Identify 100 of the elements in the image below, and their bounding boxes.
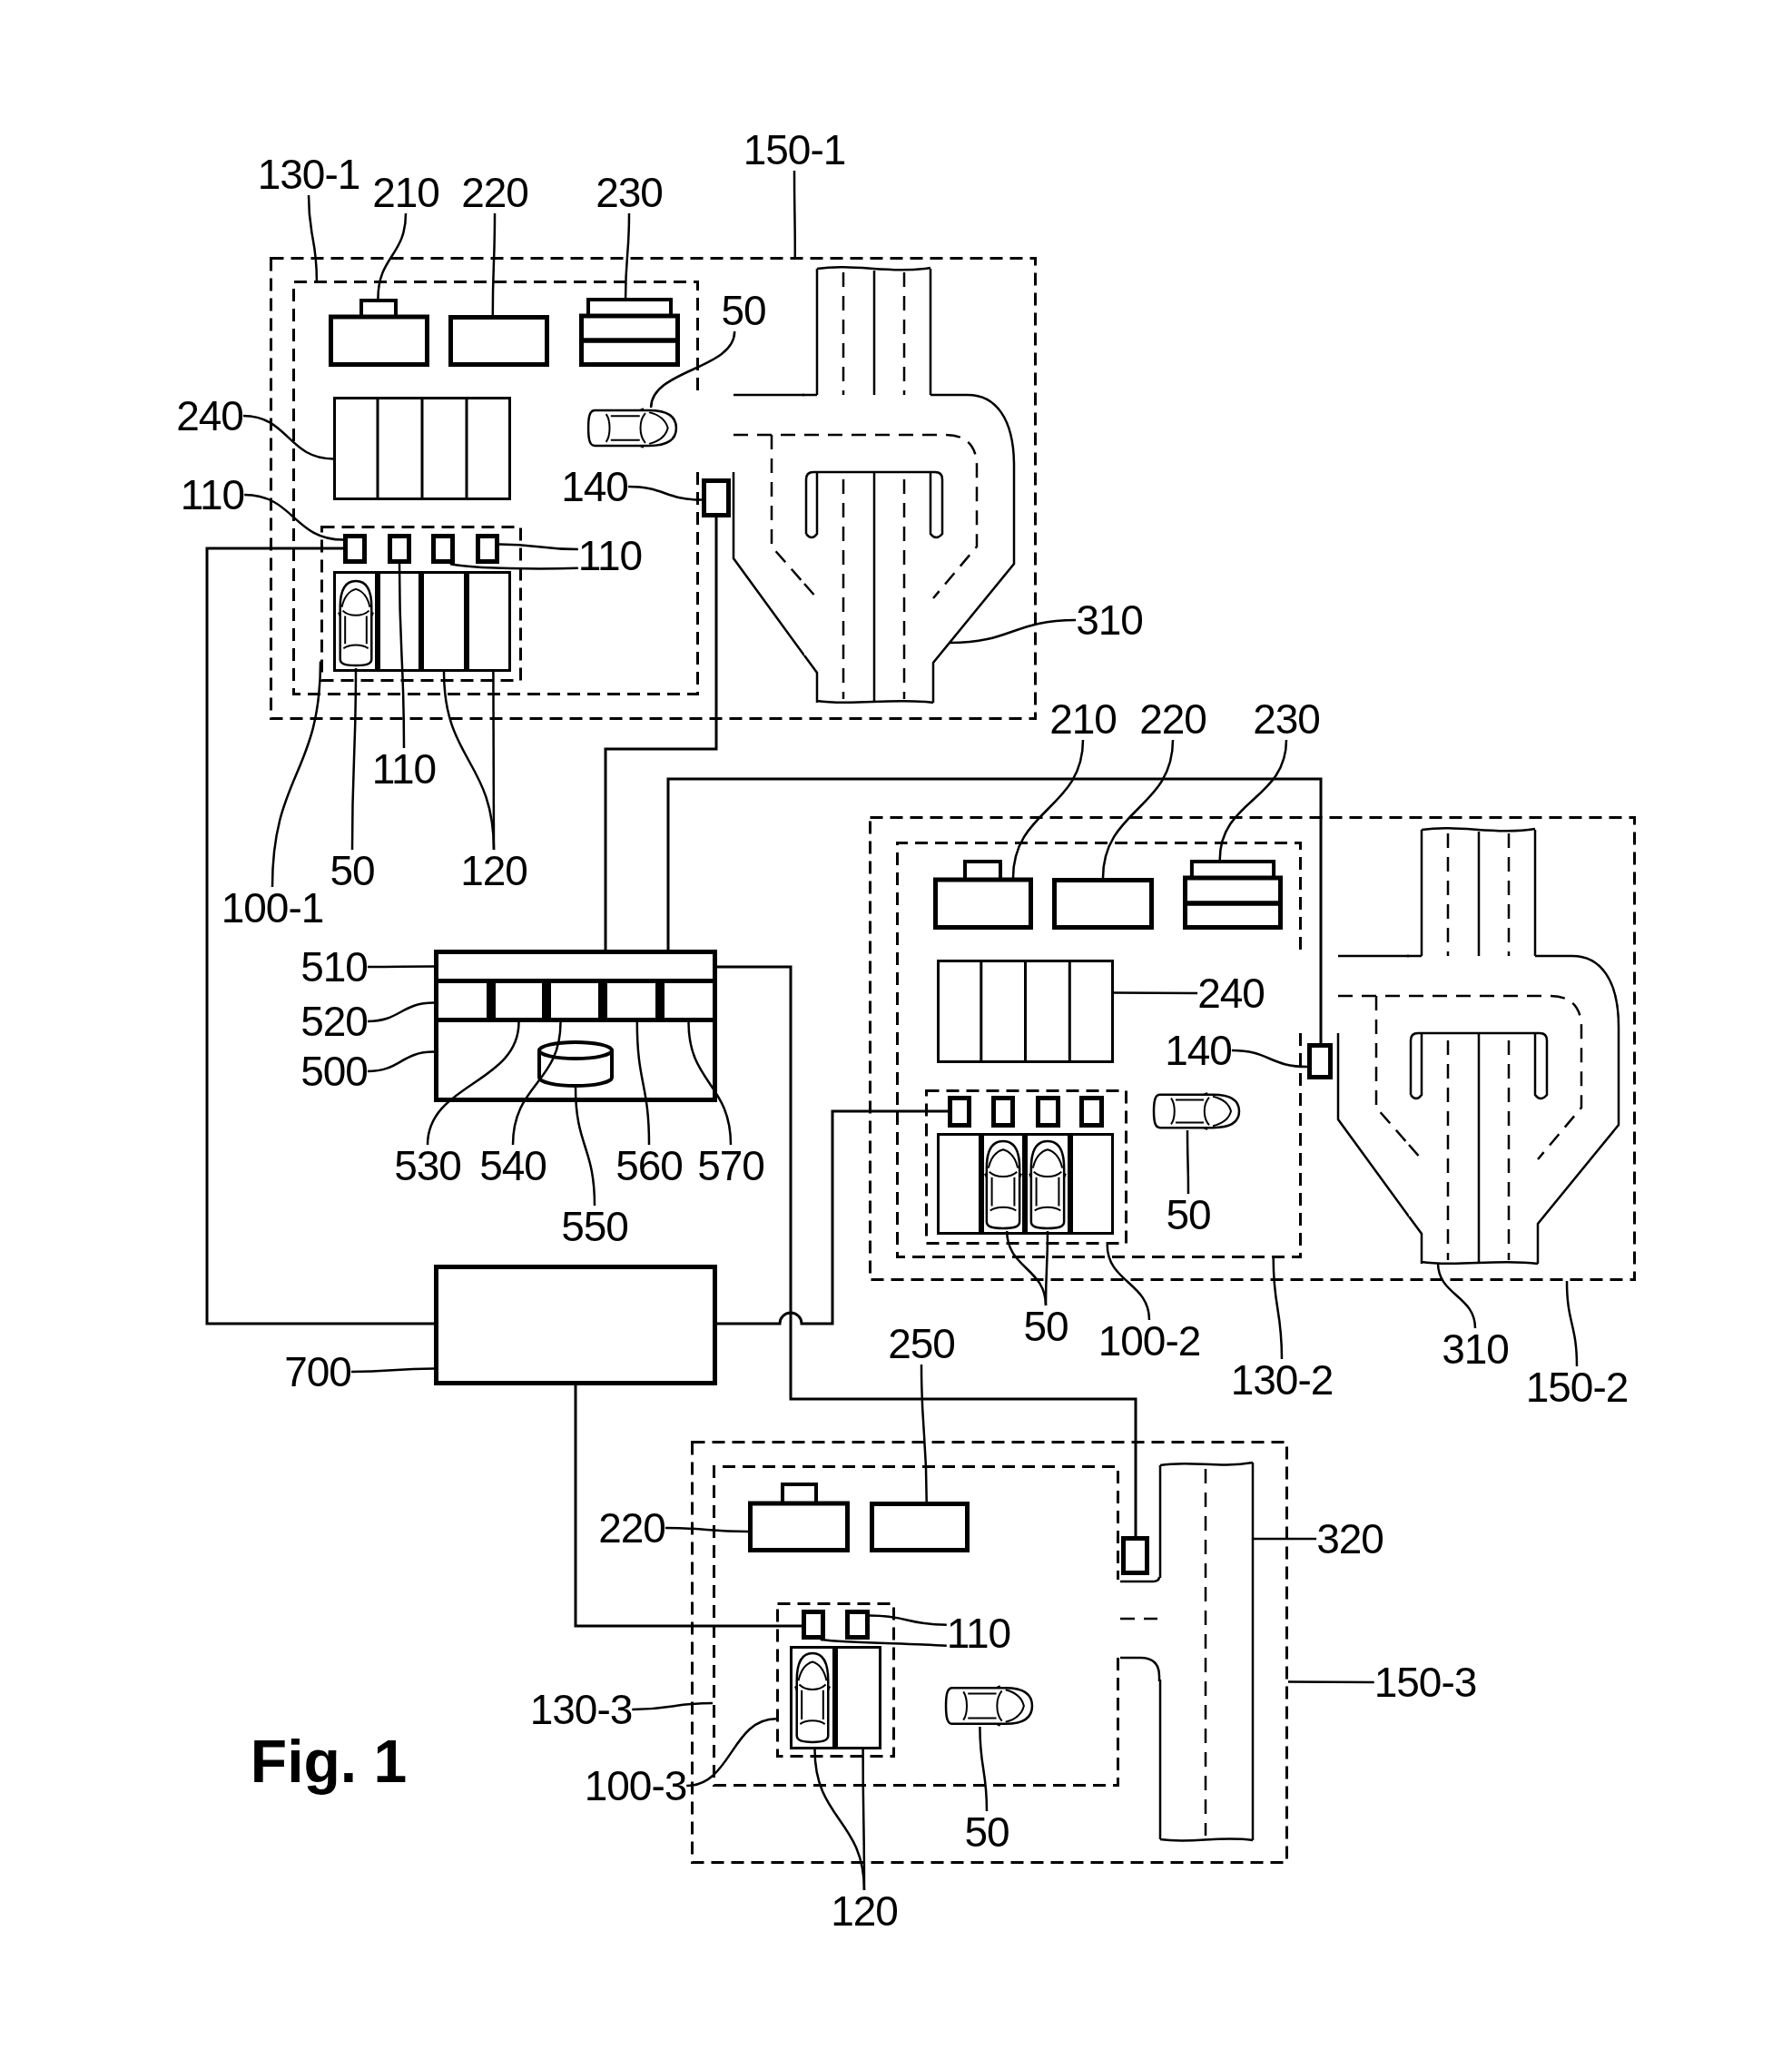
parking-space (937, 1133, 981, 1235)
callout-number: 50 (1166, 1194, 1211, 1236)
leader-line (426, 1021, 520, 1146)
car-icon (586, 408, 679, 448)
leader-line (242, 414, 334, 460)
callout-number: 100-3 (584, 1765, 687, 1807)
leader-line (398, 564, 406, 748)
device-box (329, 299, 429, 367)
leader-line (820, 1638, 947, 1648)
callout-number: 210 (372, 172, 439, 213)
leader-line (1011, 739, 1085, 879)
leader-line (491, 213, 497, 315)
device-box (1052, 878, 1154, 930)
callout-number: 510 (300, 946, 368, 988)
callout-number: 150-1 (743, 129, 846, 171)
callout-number: 50 (330, 850, 375, 892)
callout-number: 230 (596, 172, 663, 213)
sensor-box (1079, 1096, 1104, 1128)
callout-number: 100-2 (1098, 1320, 1201, 1362)
callout-number: 540 (479, 1145, 546, 1187)
callout-number: 520 (300, 1000, 368, 1042)
callout-number: 230 (1253, 698, 1320, 740)
sensor-box (343, 534, 367, 564)
callout-number: 110 (180, 474, 245, 516)
callout-number: 130-1 (257, 153, 360, 195)
leader-line (499, 543, 578, 551)
callout-number: 50 (1023, 1305, 1068, 1347)
callout-number: 110 (577, 535, 643, 576)
leader-line (869, 1614, 947, 1627)
sensor-box (388, 534, 411, 564)
callout-number: 220 (598, 1507, 665, 1549)
cabinet-box (937, 960, 1114, 1063)
callout-number: 700 (284, 1351, 351, 1393)
callout-number: 150-3 (1374, 1661, 1477, 1703)
sensor-box (845, 1610, 870, 1640)
callout-number: 310 (1076, 599, 1143, 641)
area-boundary (292, 281, 699, 695)
site-boundary (270, 257, 1037, 720)
storage-cylinder (537, 1040, 615, 1088)
leader-line (492, 672, 496, 850)
control-unit-box (434, 1265, 717, 1385)
leader-line (687, 1021, 733, 1146)
callout-number: 310 (1442, 1328, 1509, 1370)
module-box (660, 983, 717, 1022)
site-boundary (869, 816, 1636, 1281)
connection-line (717, 1109, 948, 1325)
callout-number: 120 (460, 850, 527, 892)
parking-space (1025, 1133, 1070, 1235)
leader-line (1186, 1130, 1190, 1194)
callout-number: 140 (561, 466, 628, 507)
callout-number: 220 (1139, 698, 1206, 740)
leader-line (1436, 1262, 1477, 1329)
leader-line (367, 1050, 435, 1073)
car-icon (984, 1138, 1022, 1231)
callout-number: 240 (1197, 972, 1265, 1014)
leader-line (1272, 1258, 1284, 1359)
device-box (1183, 860, 1283, 930)
callout-number: 130-3 (529, 1689, 633, 1730)
car-icon (1029, 1138, 1067, 1231)
callout-number: 500 (300, 1050, 368, 1092)
leader-line (1218, 739, 1288, 861)
leader-line (979, 1727, 989, 1811)
leader-line (649, 330, 736, 409)
leader-line (1288, 1680, 1374, 1684)
sensor-box (991, 1096, 1015, 1128)
callout-number: 110 (371, 748, 437, 790)
leader-line (511, 1021, 562, 1146)
leader-line (862, 1749, 866, 1890)
callout-number: 100-1 (221, 887, 324, 929)
callout-number: 560 (615, 1145, 683, 1187)
sensor-box (802, 1610, 825, 1640)
sensor-box (702, 478, 731, 517)
callout-number: 210 (1049, 698, 1117, 740)
leader-line (377, 212, 408, 300)
callout-number: 150-2 (1525, 1366, 1629, 1408)
unit-box (434, 950, 717, 1102)
callout-number: 530 (394, 1145, 461, 1187)
module-box (434, 983, 491, 1022)
leader-line (350, 668, 358, 850)
parking-space (467, 571, 511, 672)
parking-area-boundary (776, 1602, 895, 1758)
device-box (748, 1483, 850, 1552)
leader-line (665, 1526, 748, 1533)
leader-line (1253, 1537, 1317, 1541)
area-boundary (896, 842, 1302, 1258)
connection-line (666, 777, 1323, 1043)
callout-number: 220 (461, 172, 528, 213)
callout-number: 250 (888, 1323, 955, 1365)
leader-line (271, 661, 322, 888)
sensor-box (1121, 1536, 1149, 1575)
leader-line (1565, 1280, 1579, 1367)
leader-line (635, 1021, 651, 1146)
connection-line (574, 1385, 802, 1628)
leader-line (1106, 1244, 1151, 1321)
callout-number: 320 (1316, 1518, 1383, 1560)
car-icon (943, 1685, 1035, 1727)
sensor-box (431, 534, 455, 564)
site-boundary (691, 1441, 1288, 1864)
leader-line (367, 1001, 435, 1023)
leader-line (624, 213, 631, 298)
